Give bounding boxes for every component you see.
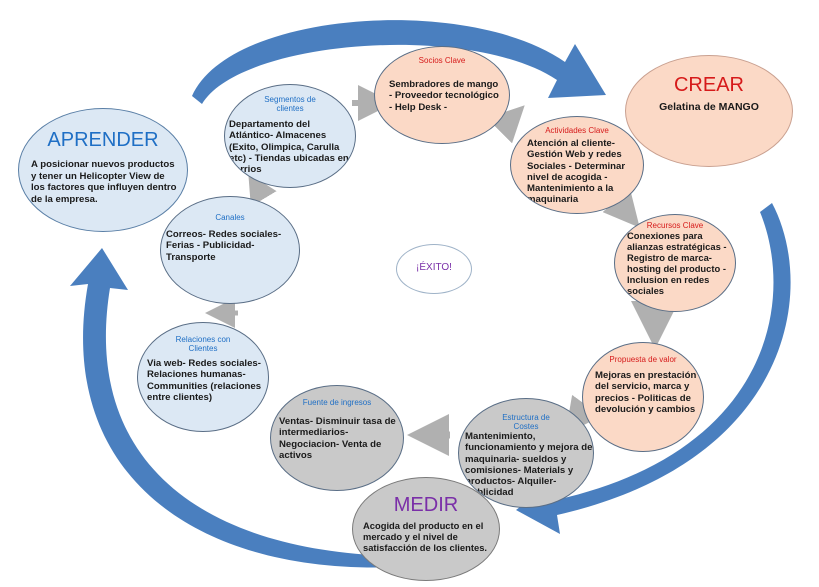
estructura-costes-circle: Estructura de Costes Mantenimiento, func… — [458, 398, 594, 508]
medir-text: Acogida del producto en el mercado y el … — [363, 520, 488, 553]
left-cycle-arrow — [70, 248, 400, 568]
fuente-ingresos-text: Ventas- Disminuir tasa de intermediarios… — [279, 416, 396, 461]
propuesta-valor-circle: Propuesta de valor Mejoras en prestación… — [582, 342, 704, 452]
actividades-clave-title: Actividades Clave — [545, 126, 609, 135]
recursos-clave-title: Recursos Clave — [646, 221, 704, 230]
canales-text: Correos- Redes sociales-Ferias - Publici… — [166, 229, 282, 263]
socios-clave-circle: Socios Clave Sembradores de mango - Prov… — [374, 46, 510, 144]
aprender-text: A posicionar nuevos productos y tener un… — [31, 159, 177, 205]
actividades-clave-text: Atención al cliente- Gestión Web y redes… — [527, 138, 626, 206]
relaciones-clientes-title: Relaciones con Clientes — [175, 335, 231, 353]
aprender-title: APRENDER — [47, 129, 159, 151]
estructura-costes-title: Estructura de Costes — [502, 413, 550, 431]
fuente-ingresos-circle: Fuente de ingresos Ventas- Disminuir tas… — [270, 385, 404, 491]
estructura-costes-text: Mantenimiento, funcionamiento y mejora d… — [465, 431, 593, 499]
medir-circle: MEDIR Acogida del producto en el mercado… — [352, 477, 500, 581]
segmentos-clientes-text: Departamento del Atlántico- Almacenes (E… — [229, 119, 349, 176]
top-cycle-arrow — [192, 20, 606, 104]
canales-title: Canales — [215, 213, 245, 222]
arrow-socios-actividades — [486, 105, 525, 144]
exito-label: ¡ÉXITO! — [416, 262, 452, 273]
aprender-circle: APRENDER A posicionar nuevos productos y… — [18, 108, 188, 232]
recursos-clave-text: Conexiones para alianzas estratégicas - … — [627, 230, 727, 296]
exito-center: ¡ÉXITO! — [396, 244, 472, 294]
relaciones-clientes-circle: Relaciones con Clientes Via web- Redes s… — [137, 322, 269, 432]
arrow-canales-segmentos — [248, 173, 277, 207]
crear-circle: CREAR Gelatina de MANGO — [625, 55, 793, 167]
propuesta-valor-title: Propuesta de valor — [609, 355, 677, 364]
medir-title: MEDIR — [393, 494, 459, 516]
segmentos-clientes-title: Segmentos de clientes — [264, 95, 316, 113]
relaciones-clientes-text: Via web- Redes sociales- Relaciones huma… — [147, 358, 262, 403]
crear-text: Gelatina de MANGO — [659, 101, 759, 113]
propuesta-valor-text: Mejoras en prestación del servicio, marc… — [595, 370, 697, 415]
socios-clave-title: Socios Clave — [418, 56, 466, 65]
recursos-clave-circle: Recursos Clave Conexiones para alianzas … — [614, 214, 736, 312]
canales-circle: Canales Correos- Redes sociales-Ferias -… — [160, 196, 300, 304]
socios-clave-text: Sembradores de mango - Proveedor tecnoló… — [389, 79, 499, 113]
crear-title: CREAR — [673, 74, 744, 96]
actividades-clave-circle: Actividades Clave Atención al cliente- G… — [510, 116, 644, 214]
segmentos-clientes-circle: Segmentos de clientes Departamento del A… — [224, 84, 356, 188]
fuente-ingresos-title: Fuente de ingresos — [302, 398, 372, 407]
